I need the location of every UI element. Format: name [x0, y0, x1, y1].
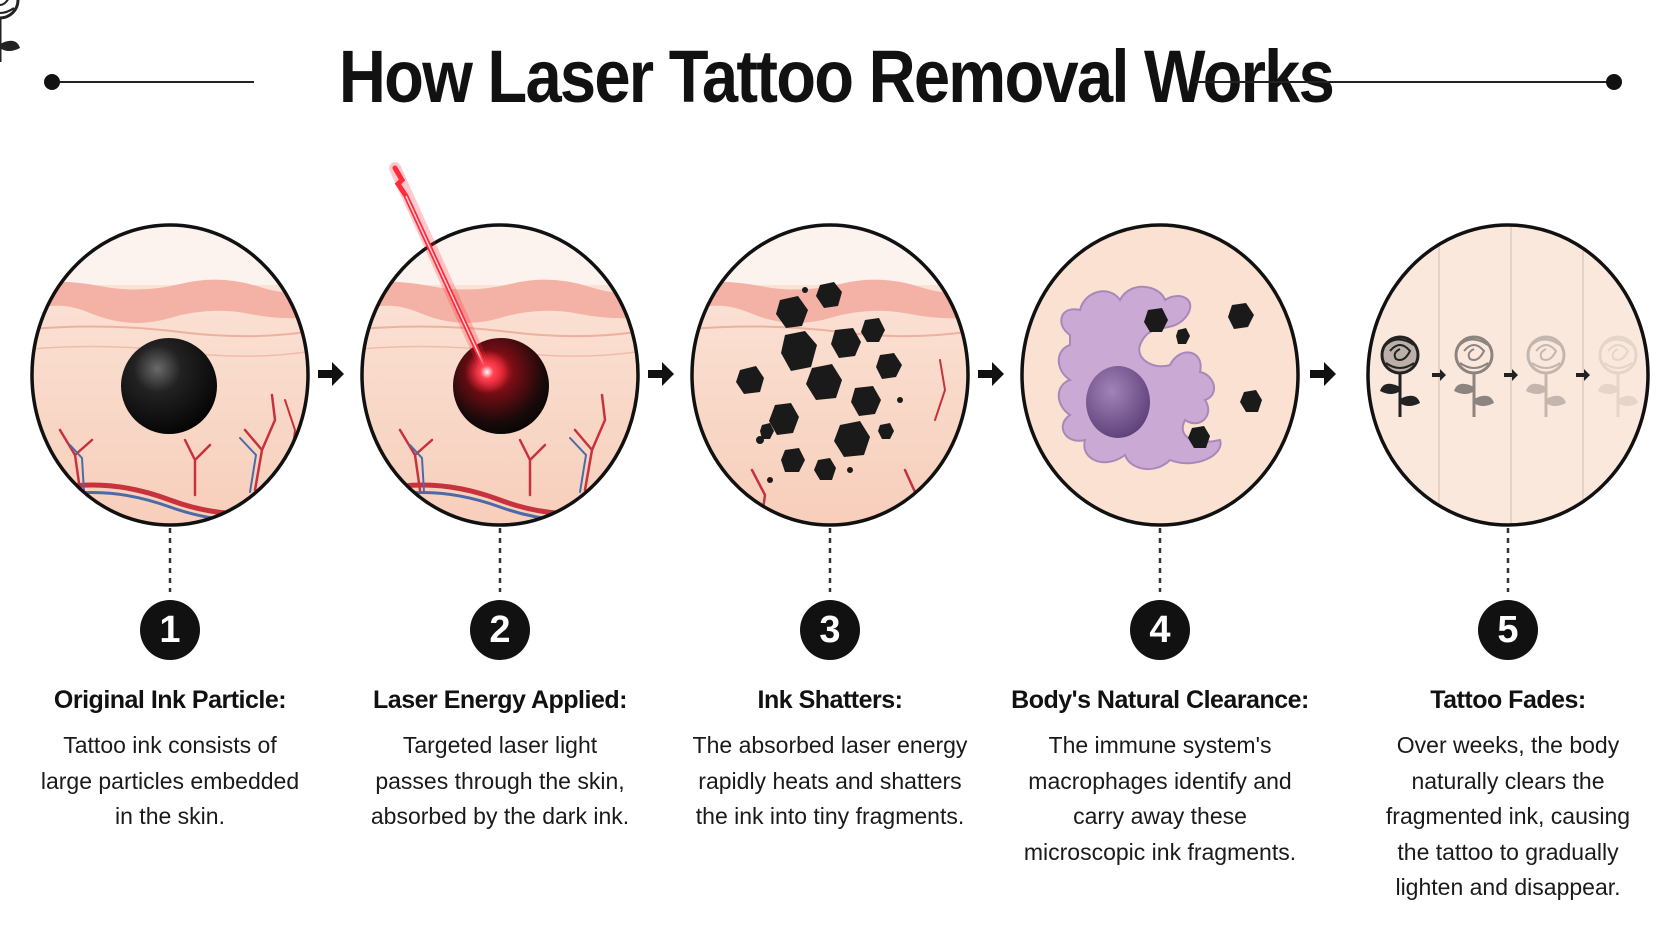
macrophage-cell: [1057, 285, 1222, 470]
step-2-number-badge: 2: [470, 600, 530, 660]
step-1-number-badge: 1: [140, 600, 200, 660]
step-4-number-badge: 4: [1130, 600, 1190, 660]
fade-arrows: [1432, 369, 1590, 381]
step-3-illustration: [690, 223, 970, 592]
page-title: How Laser Tattoo Removal Works: [338, 35, 1335, 118]
step-4-illustration: [1020, 223, 1300, 592]
title-rule-left-dot: [44, 74, 60, 90]
ink-fragments: [736, 282, 903, 483]
laser-beam: [389, 162, 509, 394]
step-4-title: Body's Natural Clearance:: [1011, 686, 1309, 714]
step-3-description: The absorbed laser energy rapidly heats …: [692, 732, 968, 829]
step-5-description: Over weeks, the body naturally clears th…: [1385, 732, 1631, 900]
step-2-illustration: [360, 162, 640, 592]
ink-particle: [121, 338, 217, 434]
title-rule-right-dot: [1606, 74, 1622, 90]
step-1-title: Original Ink Particle:: [53, 686, 287, 714]
rose-tattoo-icon: [0, 0, 20, 62]
step-1-illustration: [30, 223, 310, 592]
step-3-number-badge: 3: [800, 600, 860, 660]
step-5-title: Tattoo Fades:: [1430, 686, 1586, 714]
step-4-description: The immune system's macrophages identify…: [1023, 732, 1297, 865]
macrophage-nucleus: [1086, 366, 1150, 438]
step-2-title: Laser Energy Applied:: [373, 686, 627, 714]
step-1-description: Tattoo ink consists of large particles e…: [40, 732, 300, 829]
arrow-right-icon: [318, 362, 1336, 386]
step-5-number-badge: 5: [1478, 600, 1538, 660]
step-3-title: Ink Shatters:: [757, 686, 903, 714]
title-rule-right: [1195, 81, 1615, 83]
step-5-illustration: [0, 0, 1650, 592]
title-rule-left: [52, 81, 254, 83]
epidermis-layer: [32, 279, 308, 323]
cleared-fragments: [1144, 303, 1262, 448]
step-2-description: Targeted laser light passes through the …: [370, 732, 630, 829]
